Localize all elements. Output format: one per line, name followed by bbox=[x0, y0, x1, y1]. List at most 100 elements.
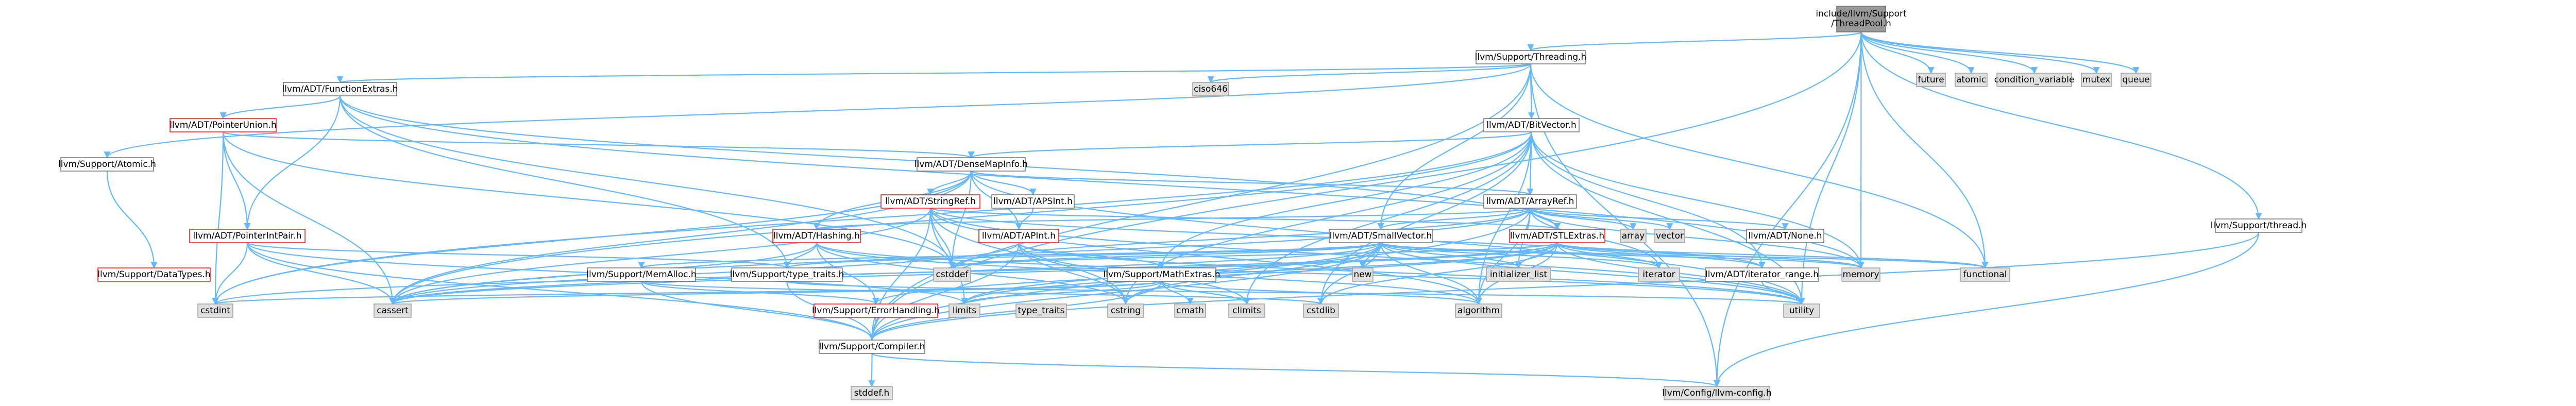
node-label: future bbox=[1918, 75, 1944, 85]
node-stddef: stddef.h bbox=[851, 386, 893, 400]
edge-arrayref-to-vector bbox=[1529, 208, 1673, 230]
node-box bbox=[283, 82, 397, 96]
node-box bbox=[170, 118, 277, 132]
node-funcext[interactable]: llvm/ADT/FunctionExtras.h bbox=[282, 82, 398, 96]
edge-stringref-to-cassert bbox=[389, 208, 931, 305]
edge-densemapinfo-to-apsint bbox=[970, 171, 1037, 196]
node-satomic[interactable]: llvm/Support/Atomic.h bbox=[58, 157, 156, 172]
edge-memalloc-to-cstdlib bbox=[640, 280, 1324, 305]
node-sthread[interactable]: llvm/Support/thread.h bbox=[2211, 218, 2307, 233]
node-box bbox=[819, 340, 925, 354]
edge-stlextras-to-cassert bbox=[389, 242, 1558, 305]
node-box bbox=[60, 157, 154, 172]
node-bitvec[interactable]: llvm/ADT/BitVector.h bbox=[1483, 118, 1580, 132]
node-root[interactable]: include/llvm/Support/ThreadPool.h bbox=[1816, 6, 1907, 32]
node-box bbox=[587, 267, 696, 282]
node-iterrange[interactable]: llvm/ADT/iterator_range.h bbox=[1705, 267, 1819, 282]
node-label: vector bbox=[1656, 231, 1684, 241]
node-config: llvm/Config/llvm-config.h bbox=[1662, 386, 1772, 400]
node-box bbox=[1916, 73, 1946, 87]
edge-threading-to-funcext bbox=[337, 63, 1532, 83]
edge-iterrange-to-utility bbox=[1761, 281, 1805, 305]
edge-mathextras-to-cstdint bbox=[212, 280, 1163, 305]
edge-smallvec-to-new bbox=[1359, 242, 1382, 269]
edge-stlextras-to-initlist bbox=[1515, 242, 1558, 269]
node-label: climits bbox=[1232, 306, 1261, 316]
edge-satomic-to-datatypes bbox=[106, 171, 158, 269]
edge-ptrunion-to-densemapinfo bbox=[222, 131, 974, 159]
edge-bitvec-to-densemapinfo bbox=[968, 131, 1532, 159]
node-functional: functional bbox=[1960, 267, 2010, 282]
edge-memalloc-to-compiler bbox=[640, 281, 876, 341]
node-label: llvm/Support/type_traits.h bbox=[730, 269, 844, 280]
edge-smallvec-to-algorithm bbox=[1380, 242, 1482, 305]
node-box bbox=[1329, 229, 1433, 243]
node-compiler[interactable]: llvm/Support/Compiler.h bbox=[819, 340, 925, 354]
node-algorithm: algorithm bbox=[1455, 303, 1502, 318]
node-label: memory bbox=[1842, 269, 1879, 280]
node-label: llvm/ADT/SmallVector.h bbox=[1330, 231, 1432, 241]
node-queue: queue bbox=[2121, 73, 2151, 87]
edge-threading-to-functional bbox=[1530, 63, 1989, 269]
edge-smallvec-to-functional bbox=[1380, 242, 1989, 269]
edge-smallvec-to-memory bbox=[1380, 242, 1865, 269]
node-datatypes[interactable]: llvm/Support/DataTypes.h bbox=[97, 267, 211, 282]
node-box bbox=[97, 267, 211, 282]
node-ptrintpair[interactable]: llvm/ADT/PointerIntPair.h bbox=[189, 229, 306, 243]
node-box bbox=[772, 229, 861, 243]
edge-funcext-to-typetraits bbox=[339, 95, 791, 269]
edge-stringref-to-compiler bbox=[868, 208, 931, 341]
edge-arrayref-to-none bbox=[1529, 207, 1789, 230]
edge-stlextras-to-limits bbox=[961, 242, 1558, 305]
node-box bbox=[189, 229, 306, 243]
edge-root-to-condvar bbox=[1860, 31, 2038, 74]
nodes-layer: include/llvm/Support/ThreadPool.h llvm/Su… bbox=[58, 6, 2307, 400]
node-box bbox=[1955, 73, 1988, 87]
node-memalloc[interactable]: llvm/Support/MemAlloc.h bbox=[586, 267, 697, 282]
edge-stlextras-to-iterator bbox=[1556, 242, 1663, 269]
node-label: llvm/ADT/Hashing.h bbox=[773, 231, 860, 241]
node-apint[interactable]: llvm/ADT/APInt.h bbox=[978, 229, 1059, 243]
node-box bbox=[2215, 218, 2302, 233]
edge-stringref-to-stlextras bbox=[929, 207, 1561, 230]
node-ptrunion[interactable]: llvm/ADT/PointerUnion.h bbox=[170, 118, 277, 132]
edge-ptrunion-to-ptrintpair bbox=[222, 131, 251, 230]
node-label: cstring bbox=[1111, 306, 1141, 316]
node-hashing[interactable]: llvm/ADT/Hashing.h bbox=[772, 229, 861, 243]
node-box bbox=[1746, 229, 1824, 243]
edge-arrayref-to-memory bbox=[1529, 208, 1865, 269]
node-label: cassert bbox=[377, 306, 409, 316]
edge-smallvec-to-cstddef bbox=[948, 242, 1382, 269]
edge-root-to-threading bbox=[1527, 31, 1862, 52]
node-box bbox=[851, 386, 893, 400]
node-none[interactable]: llvm/ADT/None.h bbox=[1746, 229, 1824, 243]
node-label: llvm/ADT/PointerIntPair.h bbox=[193, 231, 302, 241]
node-label: llvm/ADT/DenseMapInfo.h bbox=[914, 159, 1028, 170]
node-cassert: cassert bbox=[374, 303, 412, 318]
node-box bbox=[1352, 267, 1374, 282]
node-box bbox=[1476, 50, 1586, 64]
node-stringref[interactable]: llvm/ADT/StringRef.h bbox=[880, 194, 980, 209]
node-mutex: mutex bbox=[2081, 73, 2112, 87]
node-label: utility bbox=[1789, 306, 1814, 316]
node-label: iterator bbox=[1642, 269, 1675, 280]
edge-errhandling-to-compiler bbox=[868, 317, 877, 341]
node-box bbox=[1174, 303, 1206, 318]
node-typetraits[interactable]: llvm/Support/type_traits.h bbox=[730, 267, 844, 282]
node-box bbox=[991, 194, 1075, 209]
node-box bbox=[1705, 267, 1819, 282]
edge-densemapinfo-to-stringref bbox=[927, 171, 972, 196]
node-apsint[interactable]: llvm/ADT/APSInt.h bbox=[991, 194, 1075, 209]
node-smallvec[interactable]: llvm/ADT/SmallVector.h bbox=[1329, 229, 1433, 243]
node-stlextras[interactable]: llvm/ADT/STLExtras.h bbox=[1509, 229, 1605, 243]
node-arrayref[interactable]: llvm/ADT/ArrayRef.h bbox=[1483, 194, 1577, 209]
node-cstring: cstring bbox=[1107, 303, 1144, 318]
node-label: ciso646 bbox=[1194, 84, 1228, 94]
node-errhandling[interactable]: llvm/Support/ErrorHandling.h bbox=[812, 303, 940, 318]
edge-mathextras-to-cmath bbox=[1161, 281, 1194, 305]
node-box bbox=[1455, 303, 1502, 318]
node-mathextras[interactable]: llvm/Support/MathExtras.h bbox=[1103, 267, 1221, 282]
edge-sthread-to-config bbox=[1713, 232, 2260, 387]
node-densemapinfo[interactable]: llvm/ADT/DenseMapInfo.h bbox=[914, 157, 1028, 172]
node-threading[interactable]: llvm/Support/Threading.h bbox=[1475, 50, 1587, 64]
